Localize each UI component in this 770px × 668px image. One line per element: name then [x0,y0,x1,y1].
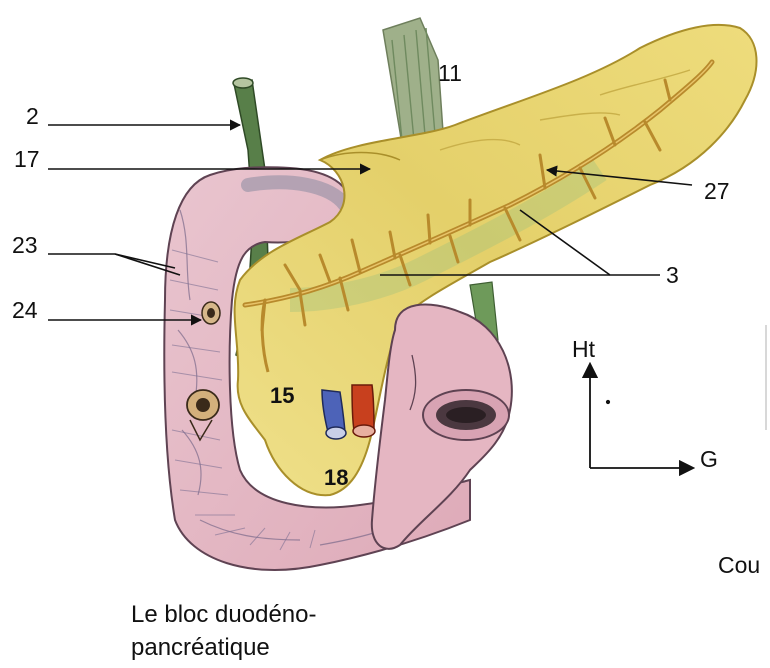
label-23: 23 [12,232,38,258]
label-3: 3 [666,262,679,288]
label-15: 15 [270,383,295,408]
label-24: 24 [12,297,38,323]
caption-line-2: pancréatique [131,634,270,662]
label-17: 17 [14,146,40,172]
orientation-axes [581,361,696,477]
figure-caption: Le bloc duodéno- pancréatique [131,598,316,664]
jejunum [370,303,513,550]
label-11: 11 [438,60,462,86]
pancreas [233,23,758,497]
mesenteric-vessels [321,384,376,440]
axis-label-up: Ht [572,336,595,362]
caption-line-1: Le bloc duodéno- [131,601,317,628]
label-27: 27 [704,178,730,204]
axis-label-left: G [700,446,718,472]
corner-text: Cou [718,552,761,578]
label-18: 18 [324,465,349,490]
leader-lines [48,119,693,326]
duodenum [163,166,471,571]
label-2: 2 [26,103,39,129]
